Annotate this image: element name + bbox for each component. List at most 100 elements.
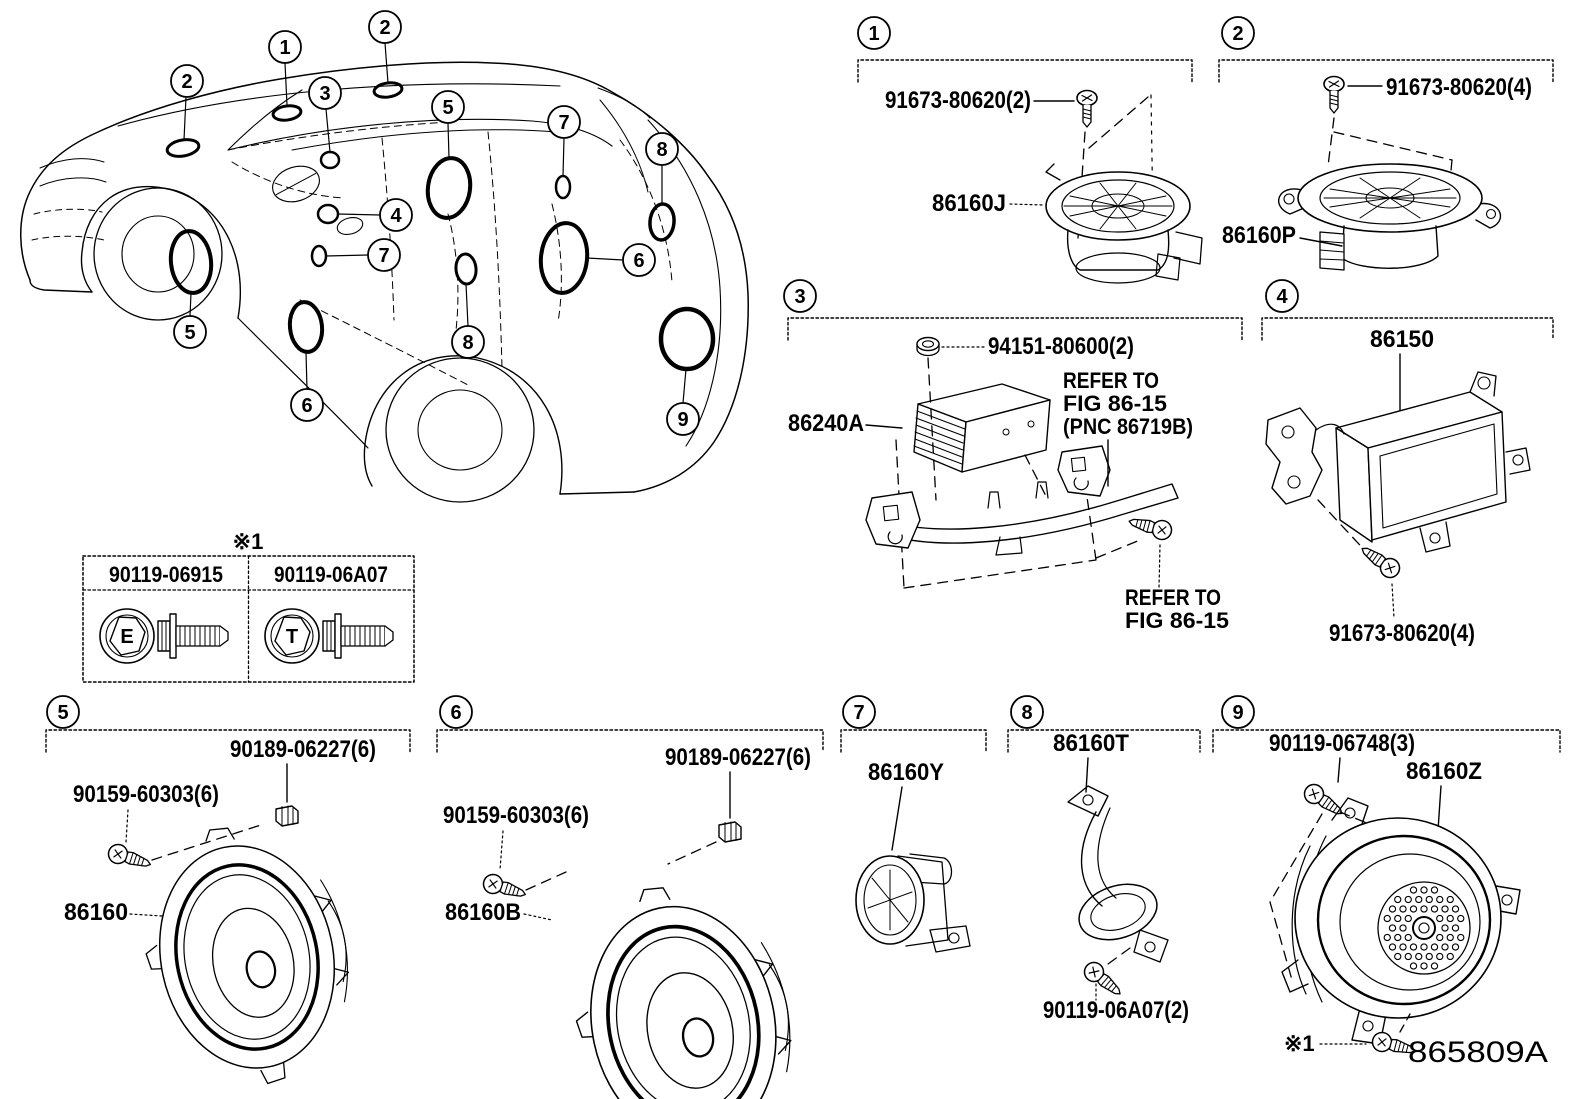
callout-3-label: 3 [319, 83, 330, 105]
part-label-86160Z: 86160Z [1406, 758, 1482, 785]
callout-2b-label: 2 [181, 71, 192, 93]
callout-4: 4 [379, 198, 413, 232]
callout-8b: 8 [451, 325, 485, 359]
section-4: 4 86150 91673-80620(4) [1261, 279, 1554, 647]
subwoofer-86160Z [1281, 797, 1521, 1045]
section-6-number: 6 [450, 702, 461, 724]
fastener-table-footnote: ※1 [233, 529, 264, 554]
section-5: 5 90189-06227(6) 90159-60303(6) 86160 [45, 695, 411, 1099]
section-1: 1 91673-80620(2) 86160J [857, 16, 1203, 284]
module-86150 [1265, 371, 1531, 553]
part-label-86240A: 86240A [788, 410, 864, 437]
callout-5b-label: 5 [184, 322, 195, 344]
part-label-90189-06227-s6: 90189-06227(6) [665, 744, 811, 771]
screw-icon-s2 [1323, 75, 1345, 114]
tweeter-86160Y [855, 853, 971, 953]
side-mirror [336, 217, 364, 235]
callout-9: 9 [666, 402, 700, 436]
screw-icon-s3-bracket [1125, 511, 1175, 543]
part-label-90119-06A07: 90119-06A07(2) [1043, 997, 1189, 1024]
callout-9-label: 9 [677, 409, 688, 431]
section-5-number: 5 [57, 702, 68, 724]
part-label-86160J: 86160J [932, 190, 1006, 217]
refer-note-1-line1: REFER TO [1063, 368, 1159, 393]
callout-5b: 5 [173, 315, 207, 349]
part-label-86160P: 86160P [1222, 222, 1296, 249]
fastener-col1-part-number: 90119-06915 [109, 562, 223, 587]
screw-icon-s8 [1079, 957, 1127, 1002]
callout-6b-label: 6 [301, 395, 312, 417]
section-7-number: 7 [853, 702, 864, 724]
screw-icon-s1 [1076, 89, 1098, 128]
door-speaker-86160 [121, 805, 373, 1099]
bracket-speaker-86160T [1067, 785, 1169, 963]
fastener-table: ※1 90119-06915 90119-06A07 E T [82, 529, 415, 683]
section-6: 6 90189-06227(6) 90159-60303(6) 86160B [436, 695, 824, 1099]
part-label-91673-80620-4b: 91673-80620(4) [1329, 620, 1475, 647]
callout-6a: 6 [622, 243, 656, 277]
callout-2b: 2 [170, 64, 204, 98]
section-1-number: 1 [868, 23, 879, 45]
callout-1-label: 1 [279, 37, 290, 59]
part-label-91673-80620-2: 91673-80620(2) [885, 87, 1031, 114]
tweeter-speaker-86160J [1045, 163, 1203, 284]
part-label-90159-60303-s5: 90159-60303(6) [73, 781, 219, 808]
refer-note-1-line2: FIG 86-15 [1063, 391, 1167, 416]
part-label-86160: 86160 [64, 899, 128, 926]
callout-6b: 6 [290, 388, 324, 422]
callout-6a-label: 6 [633, 250, 644, 272]
section-4-number: 4 [1276, 286, 1288, 308]
refer-note-2-line1: REFER TO [1125, 585, 1221, 610]
car-callouts: 1 2 2 3 5 7 8 4 7 6 5 8 6 9 [170, 10, 700, 436]
section-8: 8 86160T 90119-06A07(2) [1007, 695, 1201, 1024]
screw-icon-s9 [1300, 780, 1349, 823]
callout-4-label: 4 [390, 205, 402, 227]
rear-wheel [385, 357, 535, 503]
part-label-86150: 86150 [1370, 326, 1434, 353]
part-label-91673-80620-4: 91673-80620(4) [1386, 74, 1532, 101]
part-label-94151-80600: 94151-80600(2) [988, 333, 1134, 360]
callout-5a-label: 5 [442, 97, 453, 119]
part-label-90159-60303-s6: 90159-60303(6) [443, 802, 589, 829]
grille-dot-pattern [1383, 886, 1465, 970]
section-9: 9 90119-06748(3) 86160Z ※1 [1212, 695, 1561, 1061]
door-speaker-86160P [1277, 163, 1502, 271]
section-3-number: 3 [794, 286, 805, 308]
bolt-head-mark-e: E [120, 626, 133, 648]
figure-code: 865809A [1408, 1036, 1548, 1069]
callout-1: 1 [268, 30, 302, 64]
section-3: 3 94151-80600(2) 86240A [783, 279, 1243, 633]
fastener-col2-part-number: 90119-06A07 [274, 562, 388, 587]
callout-5a: 5 [431, 90, 465, 124]
amplifier-86240A [913, 383, 1051, 473]
callout-8a: 8 [645, 132, 679, 166]
part-label-90119-06748: 90119-06748(3) [1269, 730, 1415, 757]
nut-icon-s3 [916, 336, 940, 357]
refer-note-2-line2: FIG 86-15 [1125, 608, 1229, 633]
section-2: 2 91673-80620(4) 86160P [1218, 16, 1554, 271]
callout-7a: 7 [547, 105, 581, 139]
part-label-86160Y: 86160Y [868, 759, 944, 786]
grommet-icon-s6 [718, 821, 742, 843]
amp-bracket [865, 445, 1179, 556]
screw-icon-s5 [105, 841, 155, 875]
bolt-side-icon-1 [157, 613, 229, 659]
door-speaker-86160B [550, 863, 817, 1099]
speaker-location-markers [165, 81, 716, 372]
front-wheel [93, 187, 223, 321]
bolt-head-mark-t: T [286, 626, 298, 648]
callout-8b-label: 8 [462, 332, 473, 354]
callout-7a-label: 7 [558, 112, 569, 134]
car-illustration: 1 2 2 3 5 7 8 4 7 6 5 8 6 9 [20, 10, 749, 503]
steering-wheel [272, 165, 320, 203]
part-label-90189-06227-s5: 90189-06227(6) [230, 736, 376, 763]
grommet-icon-s5 [275, 805, 299, 827]
screw-icon-s4 [1355, 539, 1404, 582]
bolt-side-icon-2 [322, 613, 394, 659]
section-9-number: 9 [1232, 702, 1243, 724]
section-2-number: 2 [1232, 23, 1243, 45]
callout-2a: 2 [368, 10, 402, 44]
callout-2a-label: 2 [379, 17, 390, 39]
